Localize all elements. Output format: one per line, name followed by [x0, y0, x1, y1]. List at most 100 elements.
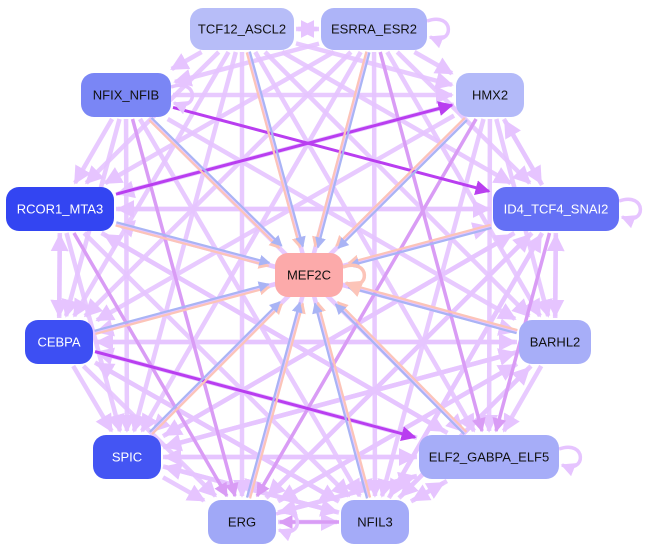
edge-nfix-nfib-to-rcor1-mta3	[73, 117, 115, 185]
edge-barhl2-to-id4-tcf4-snai2	[546, 233, 565, 319]
self-loop-esrra-esr2	[426, 17, 451, 49]
node-box[interactable]	[519, 320, 591, 364]
node-label: NFIX_NFIB	[93, 88, 159, 103]
center-edge-blue-line	[150, 117, 283, 247]
center-edge-cebpa-to-mef2c	[94, 281, 271, 335]
node-label: CEBPA	[37, 335, 80, 350]
node-label: TCF12_ASCL2	[198, 22, 286, 37]
center-edge-tcf12-ascl2-to-mef2c	[245, 51, 306, 249]
center-edges-layer	[94, 51, 518, 499]
center-edge-salmon-line	[148, 119, 281, 249]
edge-id4-tcf4-snai2-to-hmx2	[503, 119, 545, 187]
node-box[interactable]	[6, 187, 114, 231]
node-box[interactable]	[93, 435, 161, 479]
edge-rcor1-mta3-to-erg	[72, 232, 229, 498]
node-box[interactable]	[275, 253, 343, 297]
node-cebpa[interactable]: CEBPA	[25, 320, 93, 364]
edge-esrra-esr2-to-nfil3	[365, 51, 384, 498]
node-label: HMX2	[472, 88, 508, 103]
node-label: ID4_TCF4_SNAI2	[504, 202, 609, 217]
center-edge-nfix-nfib-to-mef2c	[148, 117, 283, 249]
center-edge-salmon-line	[312, 51, 368, 248]
edge-esrra-esr2-to-hmx2	[413, 50, 454, 76]
edge-nfil3-to-elf2-gabpa-elf5	[409, 481, 445, 504]
node-box[interactable]	[208, 500, 276, 544]
node-esrra-esr2[interactable]: ESRRA_ESR2	[321, 8, 427, 50]
node-label: ELF2_GABPA_ELF5	[429, 450, 549, 465]
edge-hmx2-to-erg	[255, 118, 478, 498]
center-edge-blue-line	[248, 51, 306, 248]
center-edge-esrra-esr2-to-mef2c	[312, 51, 371, 249]
self-loop-erg	[275, 510, 300, 542]
center-edge-blue-line	[312, 302, 369, 499]
center-edge-blue-line	[94, 281, 270, 332]
node-label: BARHL2	[530, 335, 581, 350]
node-tcf12-ascl2[interactable]: TCF12_ASCL2	[190, 8, 294, 50]
center-edge-hmx2-to-mef2c	[335, 117, 468, 249]
self-loop-nfix-nfib	[170, 83, 195, 115]
center-edge-salmon-line	[335, 117, 466, 247]
node-box[interactable]	[190, 8, 294, 50]
center-edge-blue-line	[149, 301, 281, 433]
node-box[interactable]	[321, 8, 427, 50]
center-edge-blue-line	[347, 284, 517, 335]
node-box[interactable]	[25, 320, 93, 364]
node-label: MEF2C	[287, 268, 331, 283]
node-label: RCOR1_MTA3	[17, 202, 103, 217]
edge-rcor1-mta3-to-spic	[64, 232, 125, 433]
node-nfix-nfib[interactable]: NFIX_NFIB	[81, 73, 171, 117]
self-loop-id4-tcf4-snai2	[618, 197, 643, 229]
edge-barhl2-to-elf2-gabpa-elf5	[501, 364, 544, 433]
node-label: ESRRA_ESR2	[331, 22, 417, 37]
node-box[interactable]	[456, 73, 524, 117]
node-barhl2[interactable]: BARHL2	[519, 320, 591, 364]
node-elf2-gabpa-elf5[interactable]: ELF2_GABPA_ELF5	[419, 435, 559, 479]
node-spic[interactable]: SPIC	[93, 435, 161, 479]
edge-spic-to-barhl2	[162, 348, 517, 450]
edge-hmx2-to-cebpa	[95, 113, 456, 323]
node-label: SPIC	[112, 450, 142, 465]
edge-tcf12-ascl2-to-elf2-gabpa-elf5	[253, 50, 476, 433]
edge-nfix-nfib-to-id4-tcf4-snai2	[172, 106, 491, 196]
center-edge-salmon-line	[337, 301, 468, 433]
center-edge-blue-line	[334, 303, 465, 435]
node-hmx2[interactable]: HMX2	[456, 73, 524, 117]
edge-rcor1-mta3-to-hmx2	[115, 101, 454, 196]
center-edge-rcor1-mta3-to-mef2c	[115, 221, 271, 269]
center-edge-blue-line	[245, 301, 303, 498]
node-box[interactable]	[341, 500, 409, 544]
node-box[interactable]	[81, 73, 171, 117]
self-loop-mef2c	[342, 263, 367, 297]
center-edge-salmon-line	[151, 303, 283, 435]
node-erg[interactable]: ERG	[208, 500, 276, 544]
node-box[interactable]	[419, 435, 559, 479]
center-edge-blue-line	[337, 119, 468, 249]
node-box[interactable]	[493, 187, 619, 231]
self-loops-layer	[170, 17, 643, 542]
edge-nfix-nfib-to-nfil3	[138, 117, 362, 498]
center-edge-salmon-line	[347, 223, 491, 266]
node-label: NFIL3	[357, 515, 392, 530]
node-label: ERG	[228, 515, 256, 530]
edge-spic-to-id4-tcf4-snai2	[161, 233, 513, 439]
center-edge-erg-to-mef2c	[245, 301, 306, 499]
edge-nfix-nfib-to-barhl2	[166, 117, 517, 321]
edge-esrra-esr2-to-nfix-nfib	[173, 41, 320, 87]
center-edge-salmon-line	[95, 284, 271, 335]
center-edge-barhl2-to-mef2c	[347, 281, 518, 335]
center-edge-spic-to-mef2c	[149, 301, 283, 435]
center-edge-salmon-line	[348, 281, 518, 332]
node-rcor1-mta3[interactable]: RCOR1_MTA3	[6, 187, 114, 231]
center-edge-salmon-line	[315, 301, 372, 498]
center-edge-salmon-line	[248, 302, 306, 499]
edge-tcf12-ascl2-to-nfix-nfib	[170, 50, 203, 71]
edge-cebpa-to-elf2-gabpa-elf5	[94, 350, 417, 441]
node-mef2c[interactable]: MEF2C	[275, 253, 343, 297]
center-edge-elf2-gabpa-elf5-to-mef2c	[334, 301, 468, 435]
node-id4-tcf4-snai2[interactable]: ID4_TCF4_SNAI2	[493, 187, 619, 231]
node-nfil3[interactable]: NFIL3	[341, 500, 409, 544]
edge-esrra-esr2-to-spic	[140, 50, 363, 433]
center-edge-salmon-line	[115, 224, 270, 269]
